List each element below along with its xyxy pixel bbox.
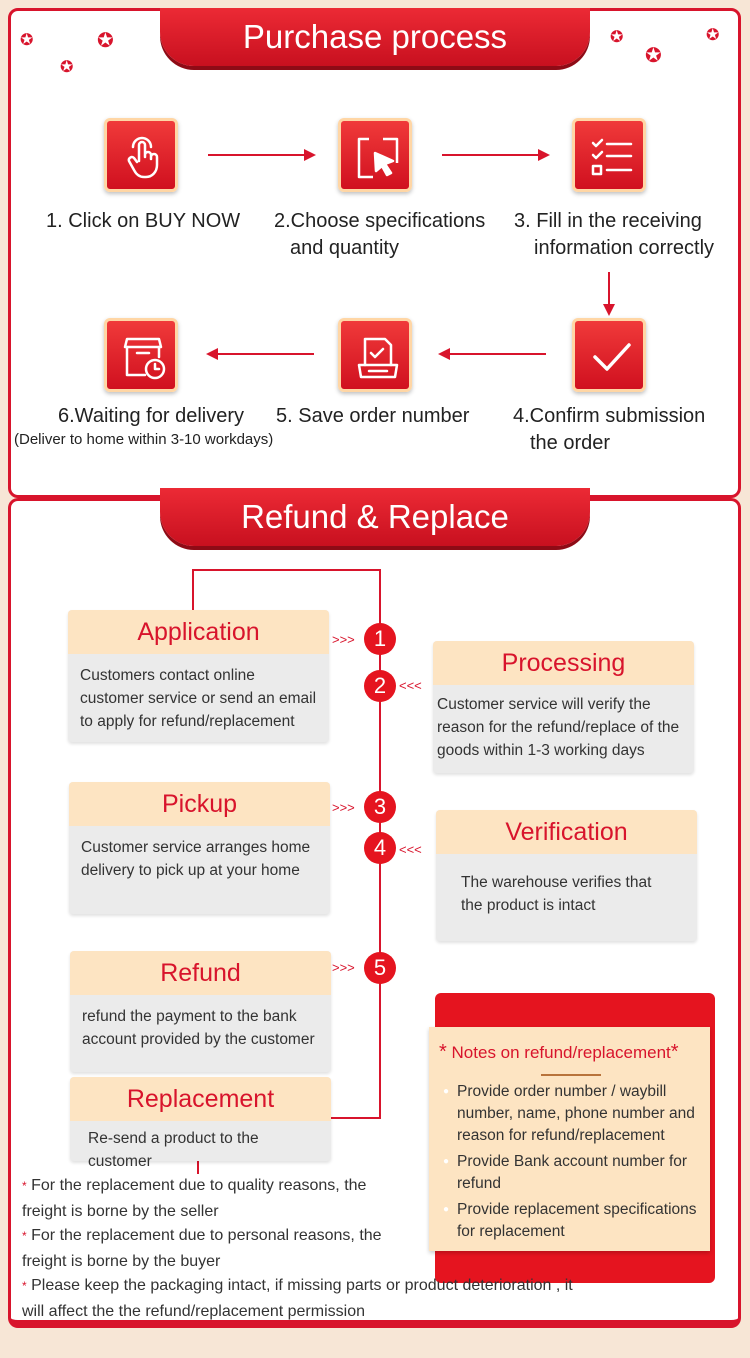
replacement-card: Replacement Re-send a product to the cus…	[70, 1077, 331, 1170]
notes-divider	[541, 1074, 601, 1076]
timeline-line	[330, 1117, 381, 1119]
step-3-label-line-1: 3. Fill in the receiving	[514, 210, 702, 232]
step-number-1: 1	[364, 623, 396, 655]
timeline-line	[197, 1160, 199, 1174]
timeline-line	[192, 569, 381, 571]
step-5-label: 5. Save order number	[276, 405, 470, 427]
step-2-label-line-2: and quantity	[290, 237, 399, 259]
step-number-2: 2	[364, 670, 396, 702]
notes-item: Provide Bank account number for refund	[443, 1151, 707, 1195]
refund-card: Refund refund the payment to the bank ac…	[70, 951, 331, 1072]
decorative-ornament-icon: ✪	[97, 30, 114, 52]
chevron-right-marker: >>>	[332, 800, 355, 815]
step-number-4: 4	[364, 832, 396, 864]
decorative-ornament-icon: ✪	[60, 59, 74, 76]
pickup-body: Customer service arranges home delivery …	[81, 839, 311, 879]
checkmark-icon	[572, 318, 646, 392]
replacement-body: Re-send a product to the customer	[88, 1130, 259, 1170]
step-4-label-line-1: 4.Confirm submission	[513, 405, 706, 427]
step-6-label: 6.Waiting for delivery	[58, 405, 244, 427]
step-6-sublabel: (Deliver to home within 3-10 workdays)	[14, 431, 274, 448]
decorative-ornament-icon: ✪	[706, 27, 720, 44]
footnote-text: For the replacement due to personal reas…	[22, 1227, 382, 1270]
box-clock-icon	[104, 318, 178, 392]
footnote-text: Please keep the packaging intact, if mis…	[22, 1277, 573, 1320]
cursor-select-icon	[338, 118, 412, 192]
decorative-ornament-icon: ✪	[645, 45, 662, 67]
checklist-icon	[572, 118, 646, 192]
step-2-label-line-1: 2.Choose specifications	[274, 210, 486, 232]
decorative-ornament-icon: ✪	[610, 29, 624, 46]
footnote: * For the replacement due to quality rea…	[22, 1173, 392, 1224]
asterisk-icon: *	[22, 1179, 27, 1193]
flow-arrow	[442, 149, 550, 161]
verification-title: Verification	[436, 810, 697, 854]
document-check-icon	[338, 318, 412, 392]
flow-arrow	[438, 348, 546, 360]
asterisk-icon: *	[22, 1279, 27, 1293]
step-number-5: 5	[364, 952, 396, 984]
step-3-label-line-2: information correctly	[534, 237, 715, 259]
footnote: * For the replacement due to personal re…	[22, 1223, 392, 1274]
step-1-label: 1. Click on BUY NOW	[46, 210, 241, 232]
processing-card: Processing Customer service will verify …	[433, 641, 694, 773]
pointer-hand-icon	[104, 118, 178, 192]
asterisk-icon: *	[22, 1229, 27, 1243]
chevron-left-marker: <<<	[399, 842, 422, 857]
flow-arrow	[206, 348, 314, 360]
verification-card: Verification The warehouse verifies that…	[436, 810, 697, 941]
refund-title: Refund	[70, 951, 331, 995]
notes-title: * Notes on refund/replacement*	[439, 1041, 679, 1063]
application-card: Application Customers contact online cus…	[68, 610, 329, 742]
application-title: Application	[68, 610, 329, 654]
notes-item: Provide replacement specifications for r…	[443, 1199, 707, 1243]
refund-replace-title: Refund & Replace	[160, 488, 590, 546]
chevron-right-marker: >>>	[332, 632, 355, 647]
pickup-title: Pickup	[69, 782, 330, 826]
flow-arrow	[603, 272, 615, 316]
refund-body: refund the payment to the bank account p…	[82, 1008, 315, 1048]
purchase-process-panel	[8, 8, 741, 498]
verification-body: The warehouse verifies that the product …	[461, 874, 652, 914]
footnote: * Please keep the packaging intact, if m…	[22, 1273, 592, 1324]
notes-card: * Notes on refund/replacement* Provide o…	[429, 1027, 710, 1251]
processing-title: Processing	[433, 641, 694, 685]
chevron-right-marker: >>>	[332, 960, 355, 975]
notes-list: Provide order number / waybill number, n…	[443, 1081, 707, 1247]
footnote-text: For the replacement due to quality reaso…	[22, 1177, 367, 1220]
notes-item: Provide order number / waybill number, n…	[443, 1081, 707, 1147]
notes-title-text: Notes on refund/replacement	[451, 1043, 671, 1062]
application-body: Customers contact online customer servic…	[80, 667, 317, 730]
step-4-label-line-2: the order	[530, 432, 611, 454]
processing-body: Customer service will verify the reason …	[437, 696, 680, 759]
chevron-left-marker: <<<	[399, 678, 422, 693]
timeline-line	[192, 570, 194, 610]
flow-arrow	[208, 149, 316, 161]
pickup-card: Pickup Customer service arranges home de…	[69, 782, 330, 914]
step-number-3: 3	[364, 791, 396, 823]
purchase-process-title: Purchase process	[160, 8, 590, 66]
replacement-title: Replacement	[70, 1077, 331, 1121]
decorative-ornament-icon: ✪	[20, 32, 34, 49]
